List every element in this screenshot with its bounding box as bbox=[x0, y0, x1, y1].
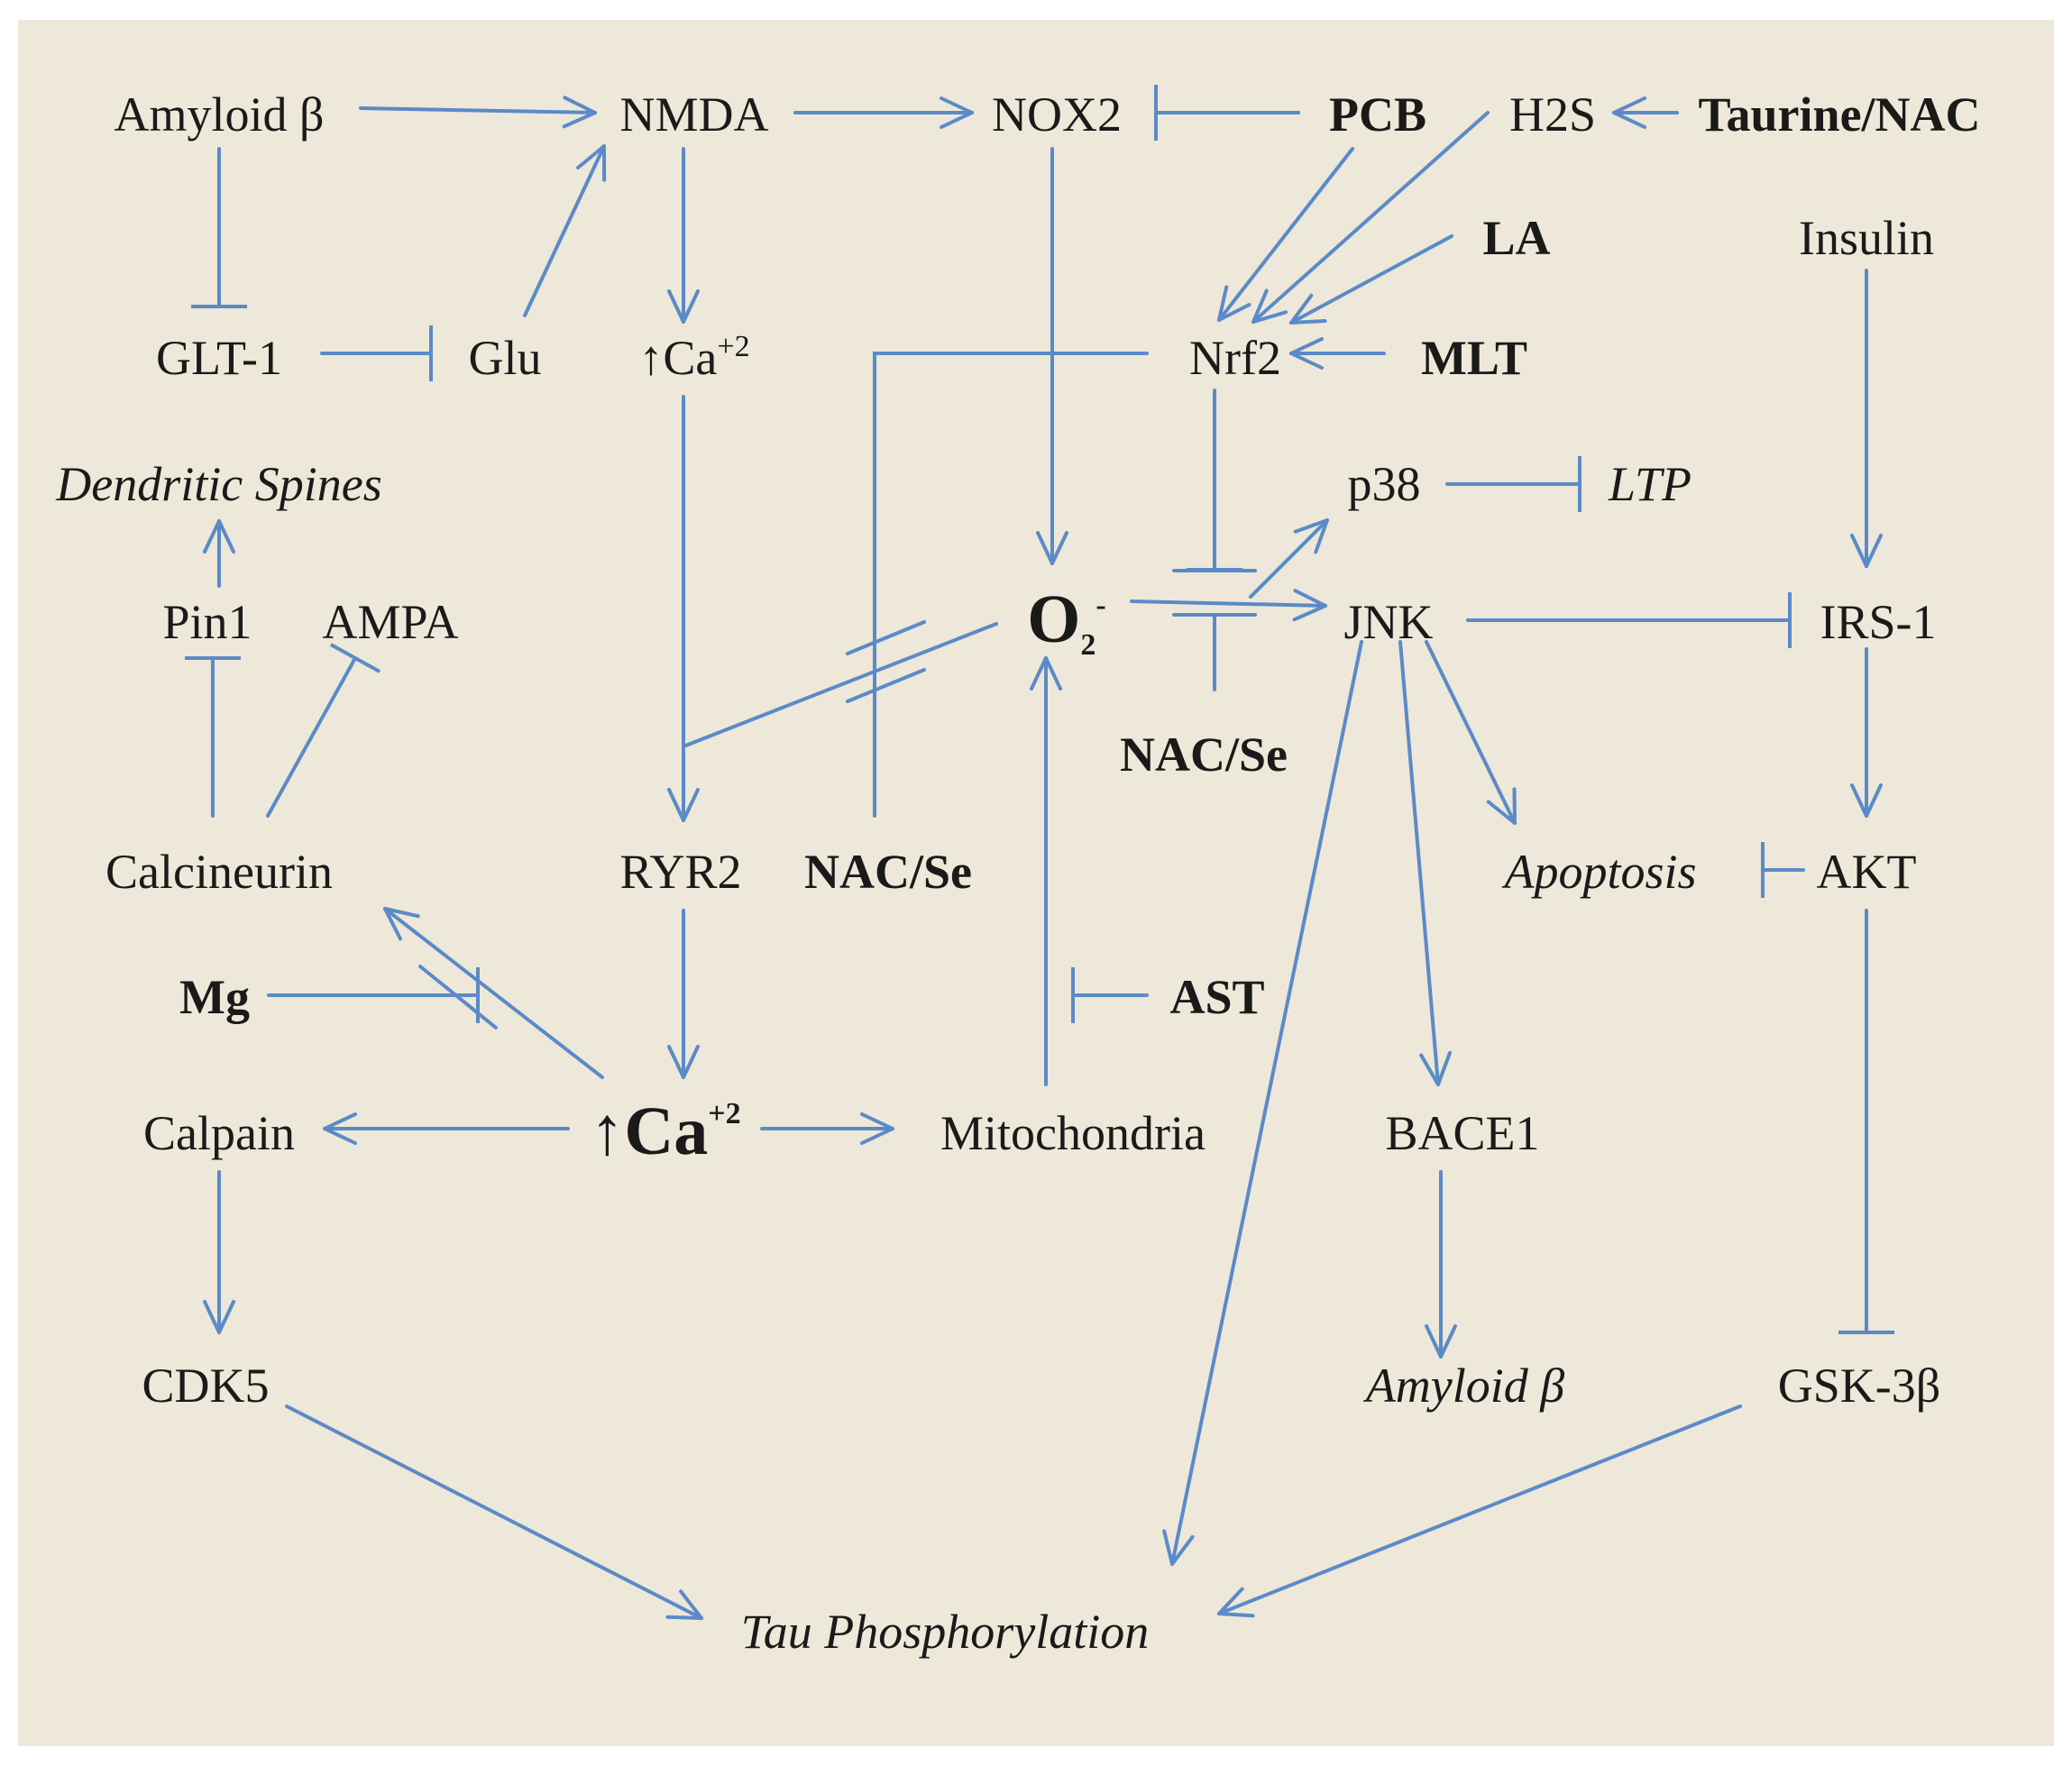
node-nrf2: Nrf2 bbox=[1189, 331, 1281, 385]
edge-superoxide-to-p38 bbox=[1249, 518, 1329, 599]
nodes: Amyloid β NMDA NOX2 PCB H2S Taurine/NAC … bbox=[55, 87, 1980, 1659]
ca-big-sup: +2 bbox=[708, 1097, 740, 1130]
diagram-background bbox=[18, 20, 2054, 1746]
node-taurine-nac: Taurine/NAC bbox=[1698, 87, 1980, 142]
node-bace1: BACE1 bbox=[1385, 1106, 1539, 1160]
crossover-mark bbox=[846, 620, 926, 655]
node-apoptosis: Apoptosis bbox=[1501, 845, 1696, 899]
edge-jnk-to-bace1 bbox=[1398, 640, 1453, 1086]
edges bbox=[185, 85, 1894, 1620]
crossover-mark bbox=[846, 668, 926, 703]
edge-nrf2-inhibits-ryr2-branch bbox=[873, 352, 1149, 782]
node-superoxide: O2- bbox=[1027, 581, 1105, 662]
edge-la-to-nrf2 bbox=[1289, 234, 1453, 325]
node-amyloid-beta-bottom: Amyloid β bbox=[1363, 1359, 1564, 1413]
superoxide-sub: 2 bbox=[1080, 628, 1096, 662]
node-h2s: H2S bbox=[1509, 87, 1596, 142]
node-glt1: GLT-1 bbox=[156, 331, 282, 385]
superoxide-base: O bbox=[1027, 581, 1080, 657]
edge-jnk-to-apoptosis bbox=[1425, 640, 1517, 825]
node-pcb: PCB bbox=[1329, 87, 1426, 142]
node-dendritic-spines: Dendritic Spines bbox=[55, 457, 381, 511]
node-ampa: AMPA bbox=[322, 595, 458, 649]
edge-ca-big-to-calcineurin bbox=[383, 907, 604, 1079]
edge-gsk3b-to-tau-phosphorylation bbox=[1217, 1405, 1742, 1618]
edge-h2s-to-nrf2 bbox=[1251, 111, 1490, 324]
node-amyloid-beta-top: Amyloid β bbox=[115, 87, 325, 142]
node-nac-se-left: NAC/Se bbox=[804, 845, 972, 899]
node-ltp: LTP bbox=[1608, 457, 1692, 511]
node-mitochondria: Mitochondria bbox=[940, 1106, 1206, 1160]
superoxide-sup: - bbox=[1096, 589, 1105, 622]
node-mg: Mg bbox=[179, 970, 250, 1024]
node-pin1: Pin1 bbox=[162, 595, 252, 649]
node-glu: Glu bbox=[469, 331, 542, 385]
node-akt: AKT bbox=[1817, 845, 1917, 899]
edge-amyloid-to-nmda bbox=[359, 96, 597, 129]
node-ast: AST bbox=[1169, 970, 1264, 1024]
edge-superoxide-to-ryr2 bbox=[682, 622, 998, 748]
node-nox2: NOX2 bbox=[992, 87, 1122, 142]
node-nac-se-right: NAC/Se bbox=[1120, 727, 1288, 782]
ca-big-base: ↑Ca bbox=[590, 1093, 708, 1169]
edge-calcineurin-inhibits-ampa bbox=[266, 643, 381, 818]
node-ca-small: ↑Ca+2 bbox=[638, 330, 749, 385]
node-calpain: Calpain bbox=[143, 1106, 295, 1160]
edge-pcb-to-nrf2 bbox=[1217, 147, 1354, 322]
crossover-marks bbox=[418, 569, 1257, 1029]
node-mlt: MLT bbox=[1421, 331, 1527, 385]
node-insulin: Insulin bbox=[1799, 211, 1934, 265]
node-tau-phosphorylation: Tau Phosphorylation bbox=[741, 1605, 1150, 1659]
ca-small-base: ↑Ca bbox=[638, 331, 717, 385]
crossover-mark bbox=[418, 965, 498, 1029]
node-gsk3b: GSK-3β bbox=[1778, 1359, 1940, 1413]
node-calcineurin: Calcineurin bbox=[105, 845, 333, 899]
node-ryr2: RYR2 bbox=[619, 845, 741, 899]
edge-superoxide-to-jnk bbox=[1130, 589, 1327, 622]
node-jnk: JNK bbox=[1343, 595, 1433, 649]
node-cdk5: CDK5 bbox=[142, 1359, 269, 1413]
edge-glu-to-nmda bbox=[523, 144, 607, 317]
edge-cdk5-to-tau-phosphorylation bbox=[285, 1405, 703, 1620]
node-ca-big: ↑Ca+2 bbox=[590, 1093, 740, 1169]
ca-small-sup: +2 bbox=[717, 330, 749, 363]
edge-jnk-to-tau-phosphorylation bbox=[1162, 640, 1363, 1566]
node-irs1: IRS-1 bbox=[1820, 595, 1936, 649]
node-p38: p38 bbox=[1348, 457, 1421, 511]
node-la: LA bbox=[1482, 211, 1550, 265]
node-nmda: NMDA bbox=[619, 87, 768, 142]
